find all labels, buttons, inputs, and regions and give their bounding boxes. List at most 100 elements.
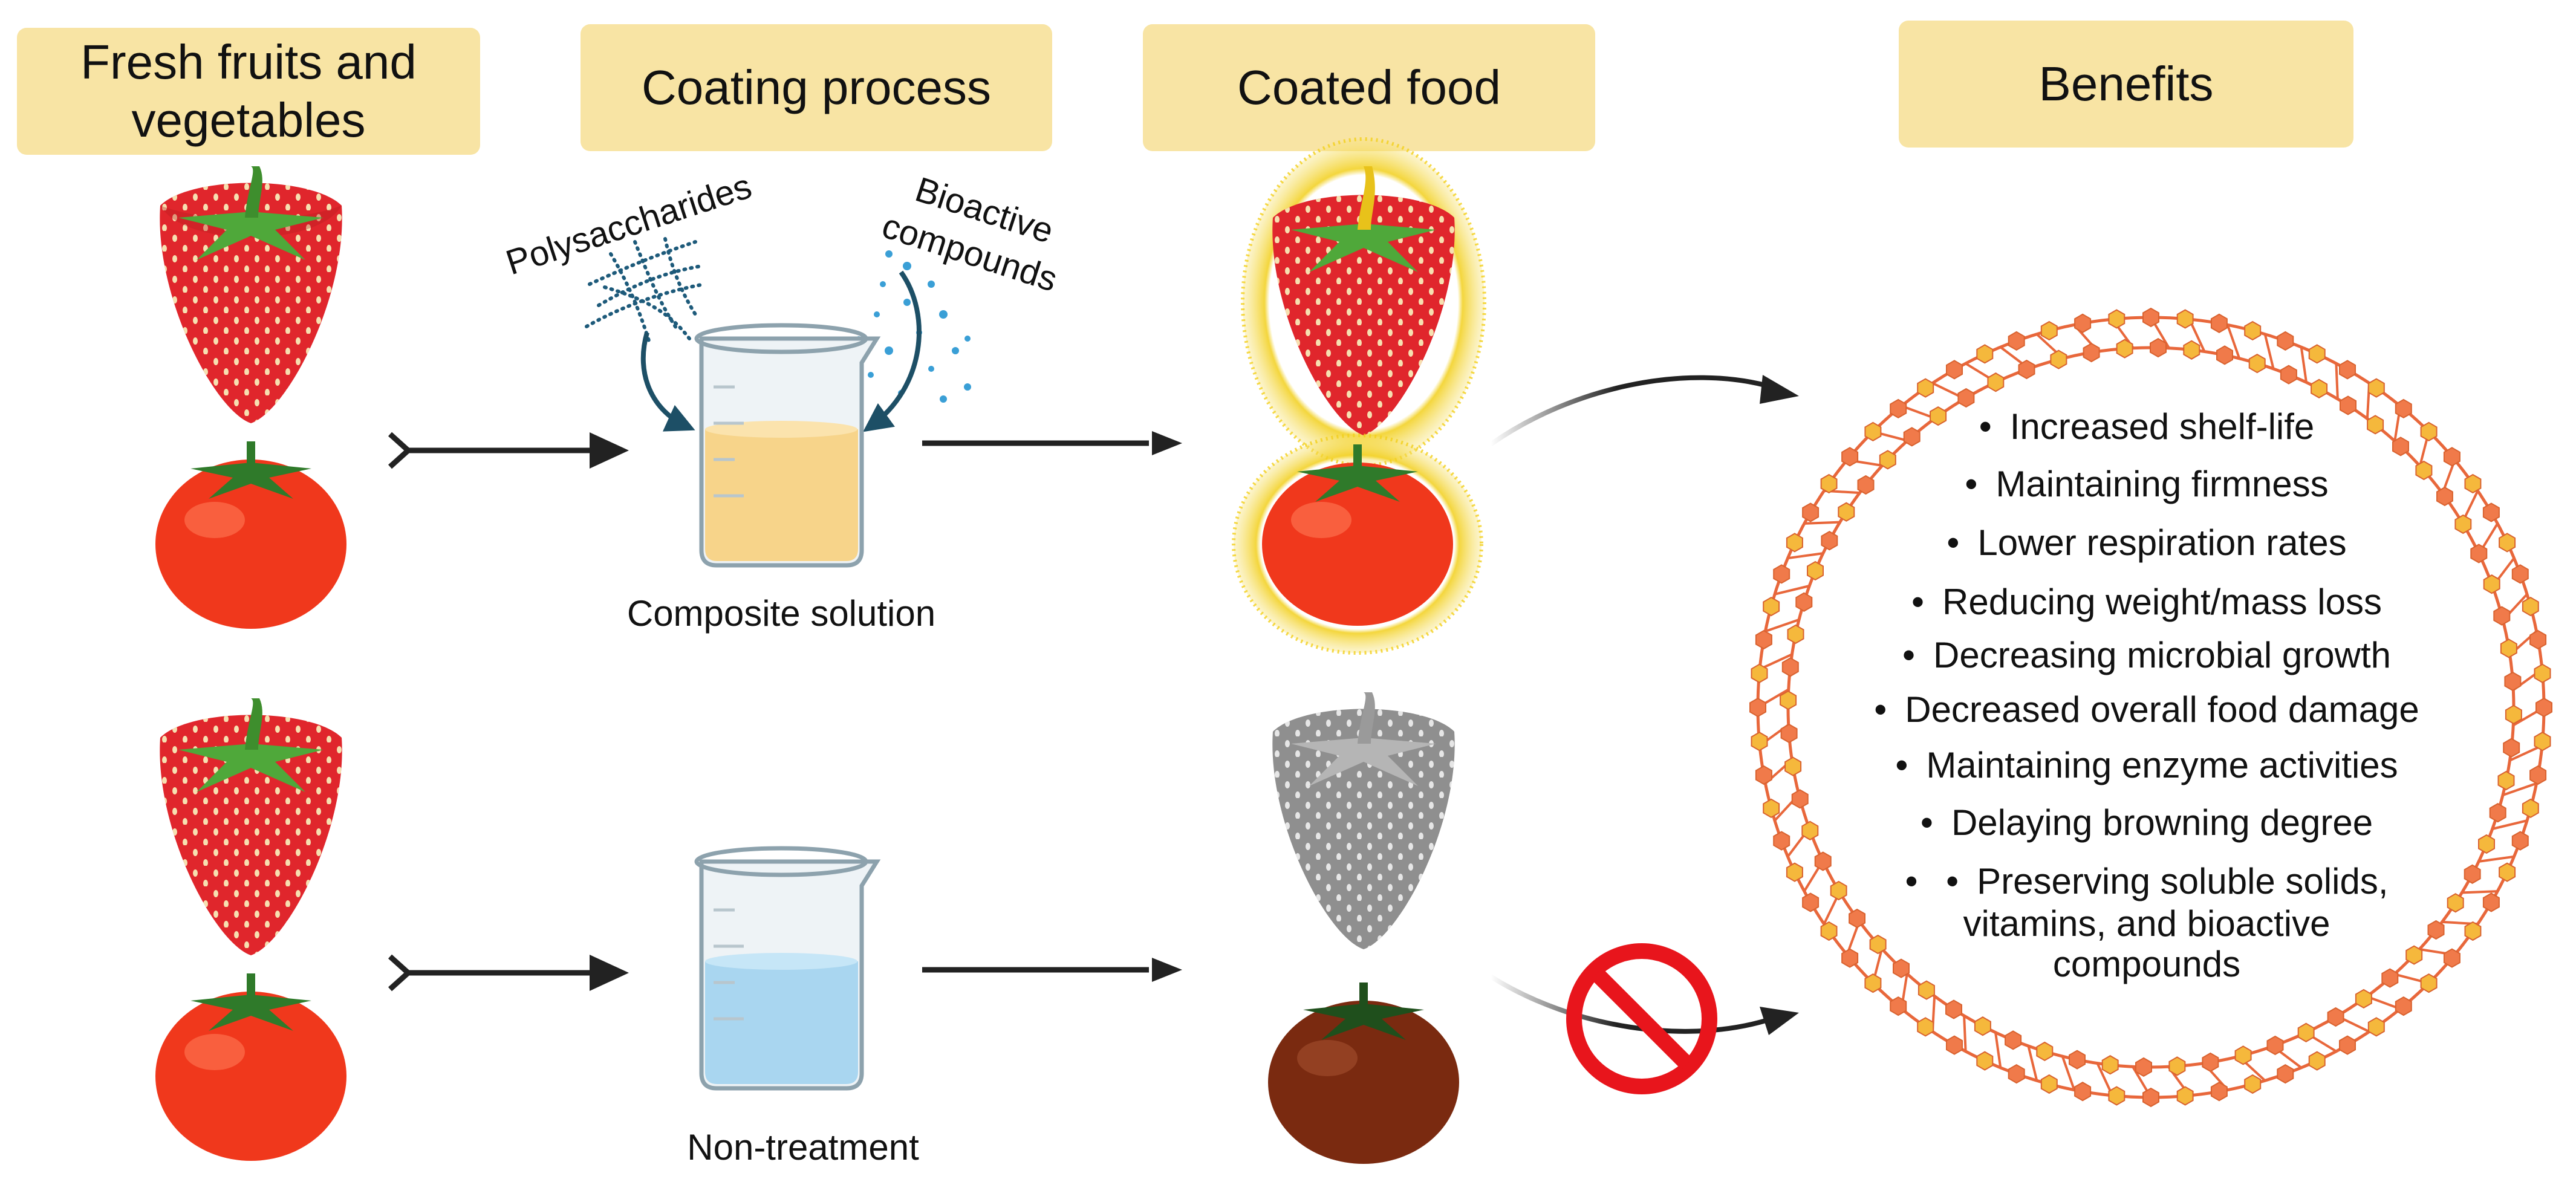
prohibition-icon <box>1566 943 1717 1094</box>
ring-node <box>1864 973 1882 993</box>
ring-node <box>2069 1050 2086 1070</box>
benefit-item: Decreased overall food damage <box>1814 688 2479 732</box>
arrow-spoiled-to-benefits <box>1489 974 1799 1035</box>
header-fresh-produce: Fresh fruits and vegetables <box>17 28 480 155</box>
ring-node <box>2168 1056 2186 1076</box>
ring-node <box>2210 1082 2228 1102</box>
ring-link <box>2061 1056 2076 1091</box>
benefit-item: Lower respiration rates <box>1814 521 2479 565</box>
ring-node <box>2464 921 2482 941</box>
ring-node <box>1795 592 1813 612</box>
ring-node <box>1807 560 1824 581</box>
ring-node <box>2511 831 2529 851</box>
ring-node <box>2108 309 2126 329</box>
header-coated-food: Coated food <box>1143 24 1595 151</box>
strawberry-fresh-bottom <box>160 698 342 955</box>
ring-node <box>1791 789 1809 809</box>
arrow-coating-to-coated <box>922 431 1182 455</box>
ring-node <box>2005 1030 2022 1050</box>
ring-node <box>1802 502 1820 522</box>
ring-node <box>2277 1064 2294 1084</box>
ring-node <box>2036 1041 2054 1062</box>
ring-node <box>2522 596 2539 617</box>
bullet-glyph: • <box>1946 861 1959 901</box>
header-coated-food-text: Coated food <box>1237 60 1501 114</box>
ring-link <box>2366 995 2401 1010</box>
ring-node <box>2499 862 2516 882</box>
ring-node <box>2499 533 2516 553</box>
ring-node <box>1780 723 1798 744</box>
ring-node <box>1751 663 1768 683</box>
ring-node <box>1974 1016 1991 1036</box>
label-non-treatment: Non-treatment <box>687 1127 919 1168</box>
ring-node <box>2248 353 2266 374</box>
ring-node <box>2234 1045 2252 1065</box>
ring-link <box>2509 744 2543 762</box>
ring-node <box>2183 340 2200 360</box>
ring-node <box>1987 372 2005 392</box>
ring-link <box>2478 855 2514 863</box>
arrow-fresh-to-nontreatment <box>388 954 629 992</box>
ring-node <box>2367 378 2385 398</box>
ring-node <box>2534 732 2551 752</box>
header-benefits-text: Benefits <box>2038 57 2214 111</box>
benefit-item-last-line2: vitamins, and bioactive <box>1963 903 2330 944</box>
ring-node <box>1781 657 1799 677</box>
ring-node <box>2427 920 2445 940</box>
tomato-coated <box>1232 434 1483 655</box>
ring-node <box>2505 704 2522 725</box>
ring-node <box>2367 1017 2385 1037</box>
arrow-coated-to-benefits <box>1489 375 1799 447</box>
ring-link <box>2226 324 2241 359</box>
ring-node <box>2311 378 2328 398</box>
ring-node <box>2135 1057 2152 1077</box>
ring-node <box>2381 968 2399 988</box>
ring-link <box>1759 653 1793 671</box>
ring-node <box>2202 1052 2219 1073</box>
polysaccharide-arrow <box>640 331 695 432</box>
ring-node <box>2522 798 2539 819</box>
ring-node <box>2050 349 2067 369</box>
ring-node <box>1869 934 1887 955</box>
ring-node <box>2327 1007 2344 1027</box>
ring-node <box>2339 360 2356 380</box>
ring-node <box>1784 756 1802 776</box>
ring-node <box>2244 320 2262 341</box>
benefit-item: Increased shelf-life <box>1814 405 2479 449</box>
ring-node <box>2108 1086 2126 1106</box>
ring-node <box>1946 1035 1963 1055</box>
ring-node <box>1773 564 1791 584</box>
benefit-item: Reducing weight/mass loss <box>1814 580 2479 624</box>
strawberry-coated <box>1241 137 1486 467</box>
ring-node <box>2176 1086 2194 1106</box>
ring-node <box>2534 663 2551 683</box>
ring-node <box>1917 378 1934 398</box>
ring-link <box>1994 1032 2002 1068</box>
ring-node <box>1976 1051 1994 1071</box>
arrow-nontreatment-to-spoiled <box>922 958 1182 982</box>
benefit-item: Maintaining firmness <box>1814 463 2479 506</box>
ring-node <box>1976 344 1994 364</box>
ring-node <box>2511 564 2529 584</box>
benefit-item-last-line1: •Preserving soluble solids, <box>1814 860 2479 903</box>
ring-node <box>1755 765 1772 785</box>
ring-node <box>1763 798 1780 819</box>
ring-node <box>2040 1074 2058 1094</box>
ring-node <box>2497 770 2515 791</box>
ring-node <box>1917 980 1935 1000</box>
ring-node <box>2503 738 2520 758</box>
ring-node <box>2482 502 2500 522</box>
ring-node <box>1841 948 1859 968</box>
ring-node <box>2535 697 2552 718</box>
ring-node <box>1946 360 1963 380</box>
beaker-composite-solution <box>694 323 881 568</box>
ring-node <box>1786 533 1803 553</box>
ring-node <box>2142 307 2159 328</box>
header-coating-process-text: Coating process <box>641 60 992 114</box>
ring-node <box>2420 973 2438 993</box>
ring-node <box>1849 908 1865 929</box>
ring-node <box>2478 834 2495 854</box>
ring-node <box>2074 1082 2092 1102</box>
ring-node <box>2308 1051 2326 1071</box>
ring-node <box>2150 337 2167 358</box>
